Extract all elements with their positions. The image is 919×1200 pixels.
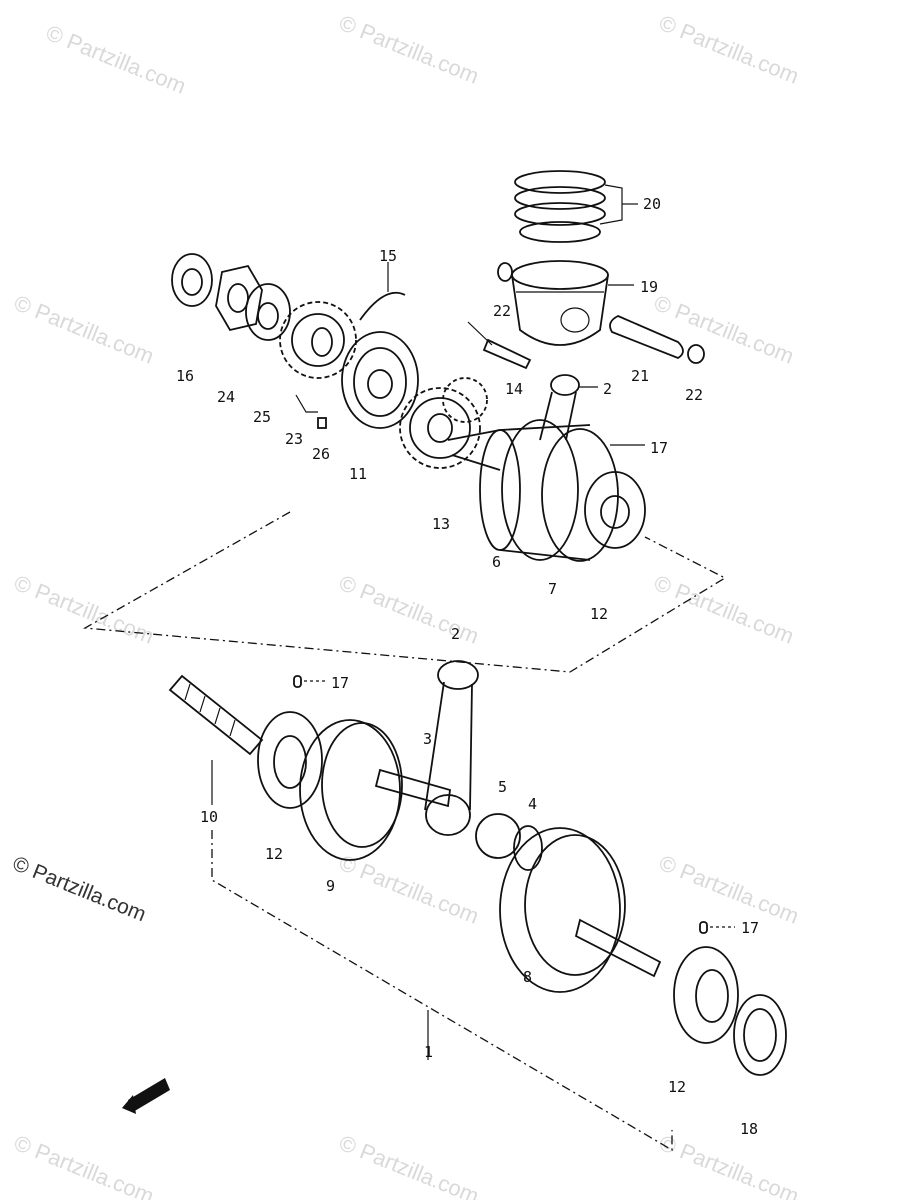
bearing [341, 331, 419, 429]
callout-4: 4 [528, 795, 538, 813]
gear [279, 301, 357, 413]
piston-pin-clip [687, 344, 705, 364]
callout-12: 12 [590, 605, 609, 623]
assembly-bracket [211, 830, 673, 1152]
piston-rings [514, 170, 638, 243]
callout-9: 9 [326, 877, 336, 895]
upper-group-outline [82, 511, 727, 673]
callout-19: 19 [640, 278, 659, 296]
callout-26: 26 [312, 445, 331, 463]
fwd-arrow-icon [122, 1078, 170, 1114]
callout-17: 17 [741, 919, 760, 937]
crank-pin-bolt [467, 321, 532, 370]
callout-2: 2 [603, 380, 613, 398]
callout-1: 1 [424, 1043, 434, 1061]
callout-2: 2 [451, 625, 461, 643]
oil-seal [171, 253, 213, 307]
callout-20: 20 [643, 195, 662, 213]
callout-16: 16 [176, 367, 195, 385]
callout-13: 13 [432, 515, 451, 533]
callout-5: 5 [498, 778, 508, 796]
callout-12: 12 [668, 1078, 687, 1096]
upper-flywheel-assembly [447, 419, 646, 562]
callout-7: 7 [548, 580, 558, 598]
callout-8: 8 [523, 968, 533, 986]
callout-6: 6 [492, 553, 502, 571]
callout-23: 23 [285, 430, 304, 448]
piston-pin [609, 315, 684, 360]
piston-pin-clip [497, 262, 513, 282]
callout-17: 17 [331, 674, 350, 692]
piston [511, 260, 634, 346]
circlip [359, 291, 406, 321]
woodruff-key [317, 417, 327, 429]
callout-21: 21 [631, 367, 650, 385]
callout-17: 17 [650, 439, 669, 457]
nut [215, 264, 263, 332]
primary-drive-gear [399, 377, 488, 469]
callout-11: 11 [349, 465, 368, 483]
callout-25: 25 [253, 408, 272, 426]
callout-15: 15 [379, 247, 398, 265]
callout-14: 14 [505, 380, 524, 398]
washer [245, 283, 291, 341]
lower-crankshaft [168, 660, 787, 1076]
callout-3: 3 [423, 730, 433, 748]
callout-24: 24 [217, 388, 236, 406]
callout-22: 22 [493, 302, 512, 320]
callout-22: 22 [685, 386, 704, 404]
callout-12: 12 [265, 845, 284, 863]
callout-10: 10 [200, 808, 219, 826]
callout-18: 18 [740, 1120, 759, 1138]
